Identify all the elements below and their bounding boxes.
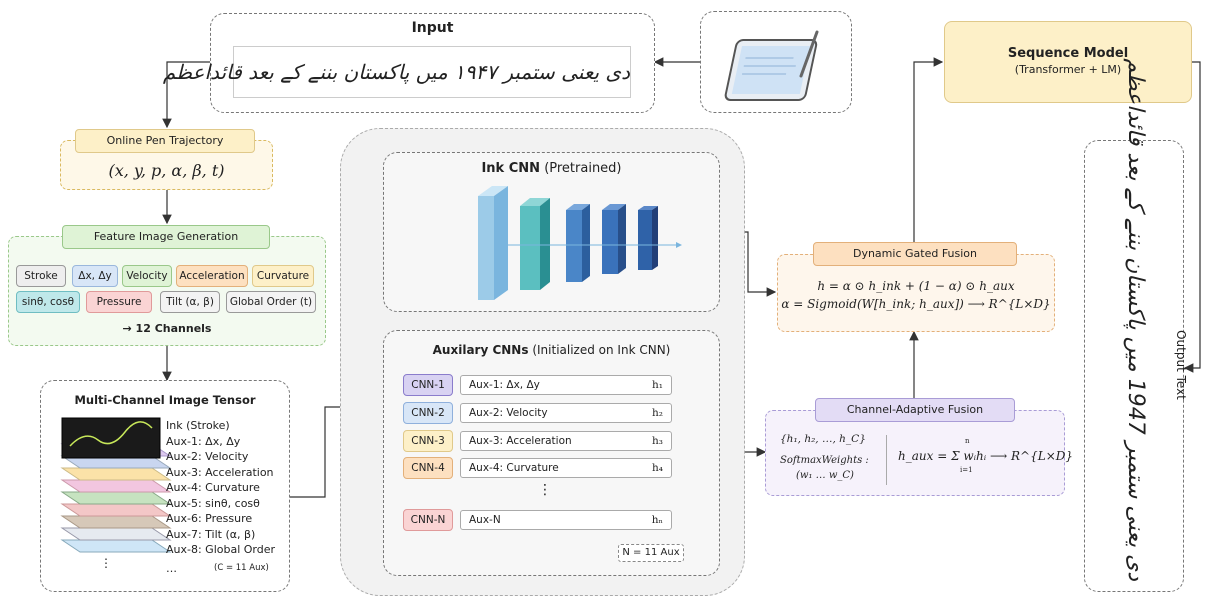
tensor-title: Multi-Channel Image Tensor (74, 393, 256, 407)
tensor-layer: Aux-2: Velocity (166, 450, 249, 463)
tensor-layer: Aux-1: Δx, Δy (166, 434, 241, 448)
feature-chip: sinθ, cosθ (16, 291, 80, 313)
aux-row: Aux-3: Acceleration h₃ (460, 431, 672, 451)
aux-h-label: h₄ (652, 462, 663, 474)
output-urdu-text: دی یعنی ستمبر 1947 میں پاکستان بننے کے ب… (1123, 58, 1148, 581)
channel-fusion-title: Channel-Adaptive Fusion (815, 398, 1015, 422)
cnn-label: CNN-1 (403, 374, 453, 396)
cnn-label: CNN-4 (403, 457, 453, 479)
input-title: Input (411, 20, 454, 36)
softmax-label: SoftmaxWeights : (780, 455, 869, 466)
gated-eq-2: α = Sigmoid(W[h_ink; h_aux]) ⟶ R^{L×D} (781, 297, 1051, 311)
sequence-model-subtitle: (Transformer + LM) (1014, 63, 1122, 76)
aux-h-label: h₃ (652, 435, 663, 447)
tensor-layer: Aux-8: Global Order (166, 543, 276, 556)
divider (886, 435, 887, 485)
channel-set: {h₁, h₂, …, h_C} (780, 433, 866, 445)
sum-upper: n (965, 437, 970, 445)
tensor-layer: Aux-3: Acceleration (166, 465, 274, 479)
input-panel: Input دی یعنی ستمبر ۱۹۴۷ میں پاکستان بنن… (163, 13, 655, 113)
feature-gen-title: Feature Image Generation (62, 225, 270, 249)
sum-lower: i=1 (960, 466, 973, 474)
aux-cnns-title: Auxilary CNNs (432, 343, 529, 357)
sequence-model-title: Sequence Model (1007, 46, 1129, 61)
tensor-vdots: ⋮ (100, 556, 112, 570)
tensor-layer: Aux-6: Pressure (166, 512, 253, 525)
tensor-layer-list: Ink (Stroke) Aux-1: Δx, Δy Aux-2: Veloci… (166, 418, 286, 558)
feature-chip: Δx, Δy (72, 265, 118, 287)
gated-eq-1: h = α ⊙ h_ink + (1 − α) ⊙ h_aux (817, 279, 1015, 293)
aux-label: Aux-N (469, 514, 501, 526)
softmax-weights: (w₁ … w_C) (796, 470, 854, 481)
pen-trajectory-title: Online Pen Trajectory (75, 129, 255, 153)
cnn-label: CNN-3 (403, 430, 453, 452)
aux-label: Aux-1: Δx, Δy (469, 379, 540, 391)
aux-row: Aux-4: Curvature h₄ (460, 458, 672, 478)
pen-trajectory-formula: (x, y, p, α, β, t) (108, 161, 225, 180)
feature-chip: Velocity (122, 265, 172, 287)
channel-fusion-box: {h₁, h₂, …, h_C} SoftmaxWeights : (w₁ … … (765, 410, 1073, 496)
tensor-layer: Ink (Stroke) (166, 419, 230, 432)
tensor-note: (C = 11 Aux) (214, 563, 269, 573)
channel-fusion-eq: h_aux = Σ wᵢhᵢ ⟶ R^{L×D} (898, 449, 1074, 463)
aux-vdots: ⋮ (538, 482, 552, 498)
aux-count-note: N = 11 Aux (618, 544, 684, 562)
aux-label: Aux-2: Velocity (469, 407, 548, 419)
handwritten-input: دی یعنی ستمبر ۱۹۴۷ میں پاکستان بننے کے ب… (163, 46, 631, 98)
aux-h-label: h₂ (652, 407, 663, 419)
aux-row: Aux-1: Δx, Δy h₁ (460, 375, 672, 395)
aux-label: Aux-4: Curvature (469, 462, 559, 474)
feature-chip: Acceleration (176, 265, 248, 287)
output-panel: دی یعنی ستمبر 1947 میں پاکستان بننے کے ب… (1084, 58, 1184, 592)
ink-cnn-box: Ink CNN (Pretrained) (383, 152, 720, 312)
tensor-layer: Aux-4: Curvature (166, 481, 260, 494)
gated-fusion-title: Dynamic Gated Fusion (813, 242, 1017, 266)
channels-count: → 12 Channels (122, 322, 212, 335)
feature-chip: Global Order (t) (226, 291, 316, 313)
feature-chip: Tilt (α, β) (160, 291, 220, 313)
aux-h-label: hₙ (651, 514, 663, 526)
tensor-layer: Aux-7: Tilt (α, β) (166, 527, 256, 541)
aux-label: Aux-3: Acceleration (469, 435, 572, 447)
output-title: Output Text (1174, 330, 1188, 400)
feature-chip: Pressure (86, 291, 152, 313)
aux-cnns-subtitle: (Initialized on Ink CNN) (532, 343, 671, 357)
aux-h-label: h₁ (652, 379, 663, 391)
tensor-layer: Aux-5: sinθ, cosθ (166, 496, 260, 510)
sequence-model-box: Sequence Model (Transformer + LM) (944, 21, 1192, 103)
aux-row: Aux-2: Velocity h₂ (460, 403, 672, 423)
aux-row: Aux-N hₙ (460, 510, 672, 530)
tablet-stylus-icon (724, 30, 819, 101)
ink-cnn-subtitle: (Pretrained) (544, 161, 622, 176)
aux-cnns-box: Auxilary CNNs (Initialized on Ink CNN) (383, 330, 720, 576)
feature-chip: Stroke (16, 265, 66, 287)
cnn-label: CNN-2 (403, 402, 453, 424)
cnn-label: CNN-N (403, 509, 453, 531)
feature-chip: Curvature (252, 265, 314, 287)
tablet-panel (700, 11, 852, 113)
tensor-ellipsis: … (166, 562, 177, 575)
gated-fusion-box: h = α ⊙ h_ink + (1 − α) ⊙ h_aux α = Sigm… (777, 254, 1055, 332)
ink-cnn-title: Ink CNN (481, 161, 541, 176)
